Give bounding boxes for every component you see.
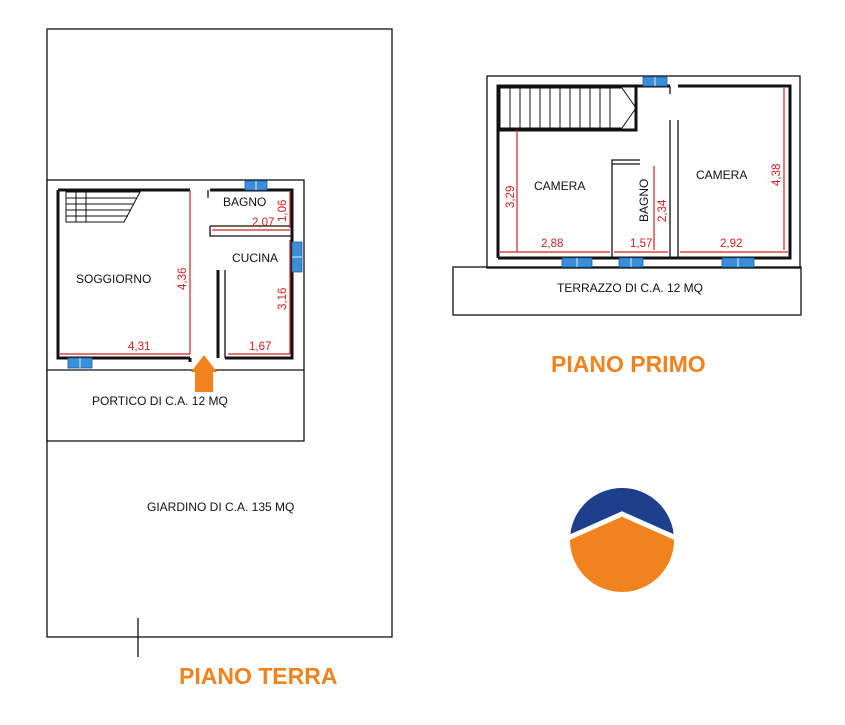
dim-label: 1,67	[249, 341, 271, 353]
dim-label: 2,88	[541, 238, 563, 250]
partition-walls	[611, 86, 679, 258]
dim-label: 2,07	[252, 217, 274, 229]
room-label-camera-left: CAMERA	[534, 179, 585, 193]
dim-label: 2,34	[657, 199, 669, 222]
dim-label: 4,36	[177, 268, 189, 290]
house-outline	[46, 179, 305, 442]
interior-walls	[56, 188, 294, 362]
dim-label: 1,57	[630, 238, 652, 250]
bathroom-walls	[207, 190, 292, 237]
first-stairs-icon	[499, 87, 637, 129]
dim-label: 1,06	[277, 200, 289, 222]
garden-label: GIARDINO DI C.A. 135 MQ	[147, 500, 294, 514]
interior-walls	[496, 84, 792, 260]
dim-label: 4,38	[771, 164, 783, 186]
window-icon	[561, 257, 593, 268]
dim-label: 3,29	[505, 186, 517, 208]
room-label-bagno: BAGNO	[223, 195, 266, 209]
dim-label: 2,92	[720, 238, 742, 250]
dim-label: 4,31	[128, 341, 150, 353]
room-label-camera-right: CAMERA	[696, 168, 747, 182]
window-icon	[67, 357, 93, 369]
stair-walls	[498, 86, 638, 132]
room-label-cucina: CUCINA	[232, 251, 278, 265]
ground-floor-title: PIANO TERRA	[179, 663, 337, 689]
dim-label: 3,16	[277, 288, 289, 310]
portico-label: PORTICO DI C.A. 12 MQ	[92, 394, 228, 408]
first-floor-plan: CAMERA BAGNO CAMERA TERRAZZO DI C.A. 12 …	[452, 75, 802, 377]
terrace-label: TERRAZZO DI C.A. 12 MQ	[557, 281, 703, 295]
window-icon	[244, 180, 268, 191]
window-icon	[721, 257, 755, 268]
window-icon	[291, 241, 303, 273]
window-icon	[642, 76, 668, 87]
ground-floor-plan: SOGGIORNO BAGNO CUCINA PORTICO DI C.A. 1…	[46, 28, 393, 689]
first-floor-outline	[486, 75, 801, 269]
room-label-bagno-first: BAGNO	[637, 179, 651, 222]
window-icon	[618, 257, 644, 268]
ground-stairs-icon	[65, 191, 141, 223]
entrance-arrow-icon	[191, 355, 217, 392]
room-label-soggiorno: SOGGIORNO	[76, 272, 151, 286]
first-floor-title: PIANO PRIMO	[551, 351, 706, 377]
company-logo-icon	[566, 488, 678, 592]
